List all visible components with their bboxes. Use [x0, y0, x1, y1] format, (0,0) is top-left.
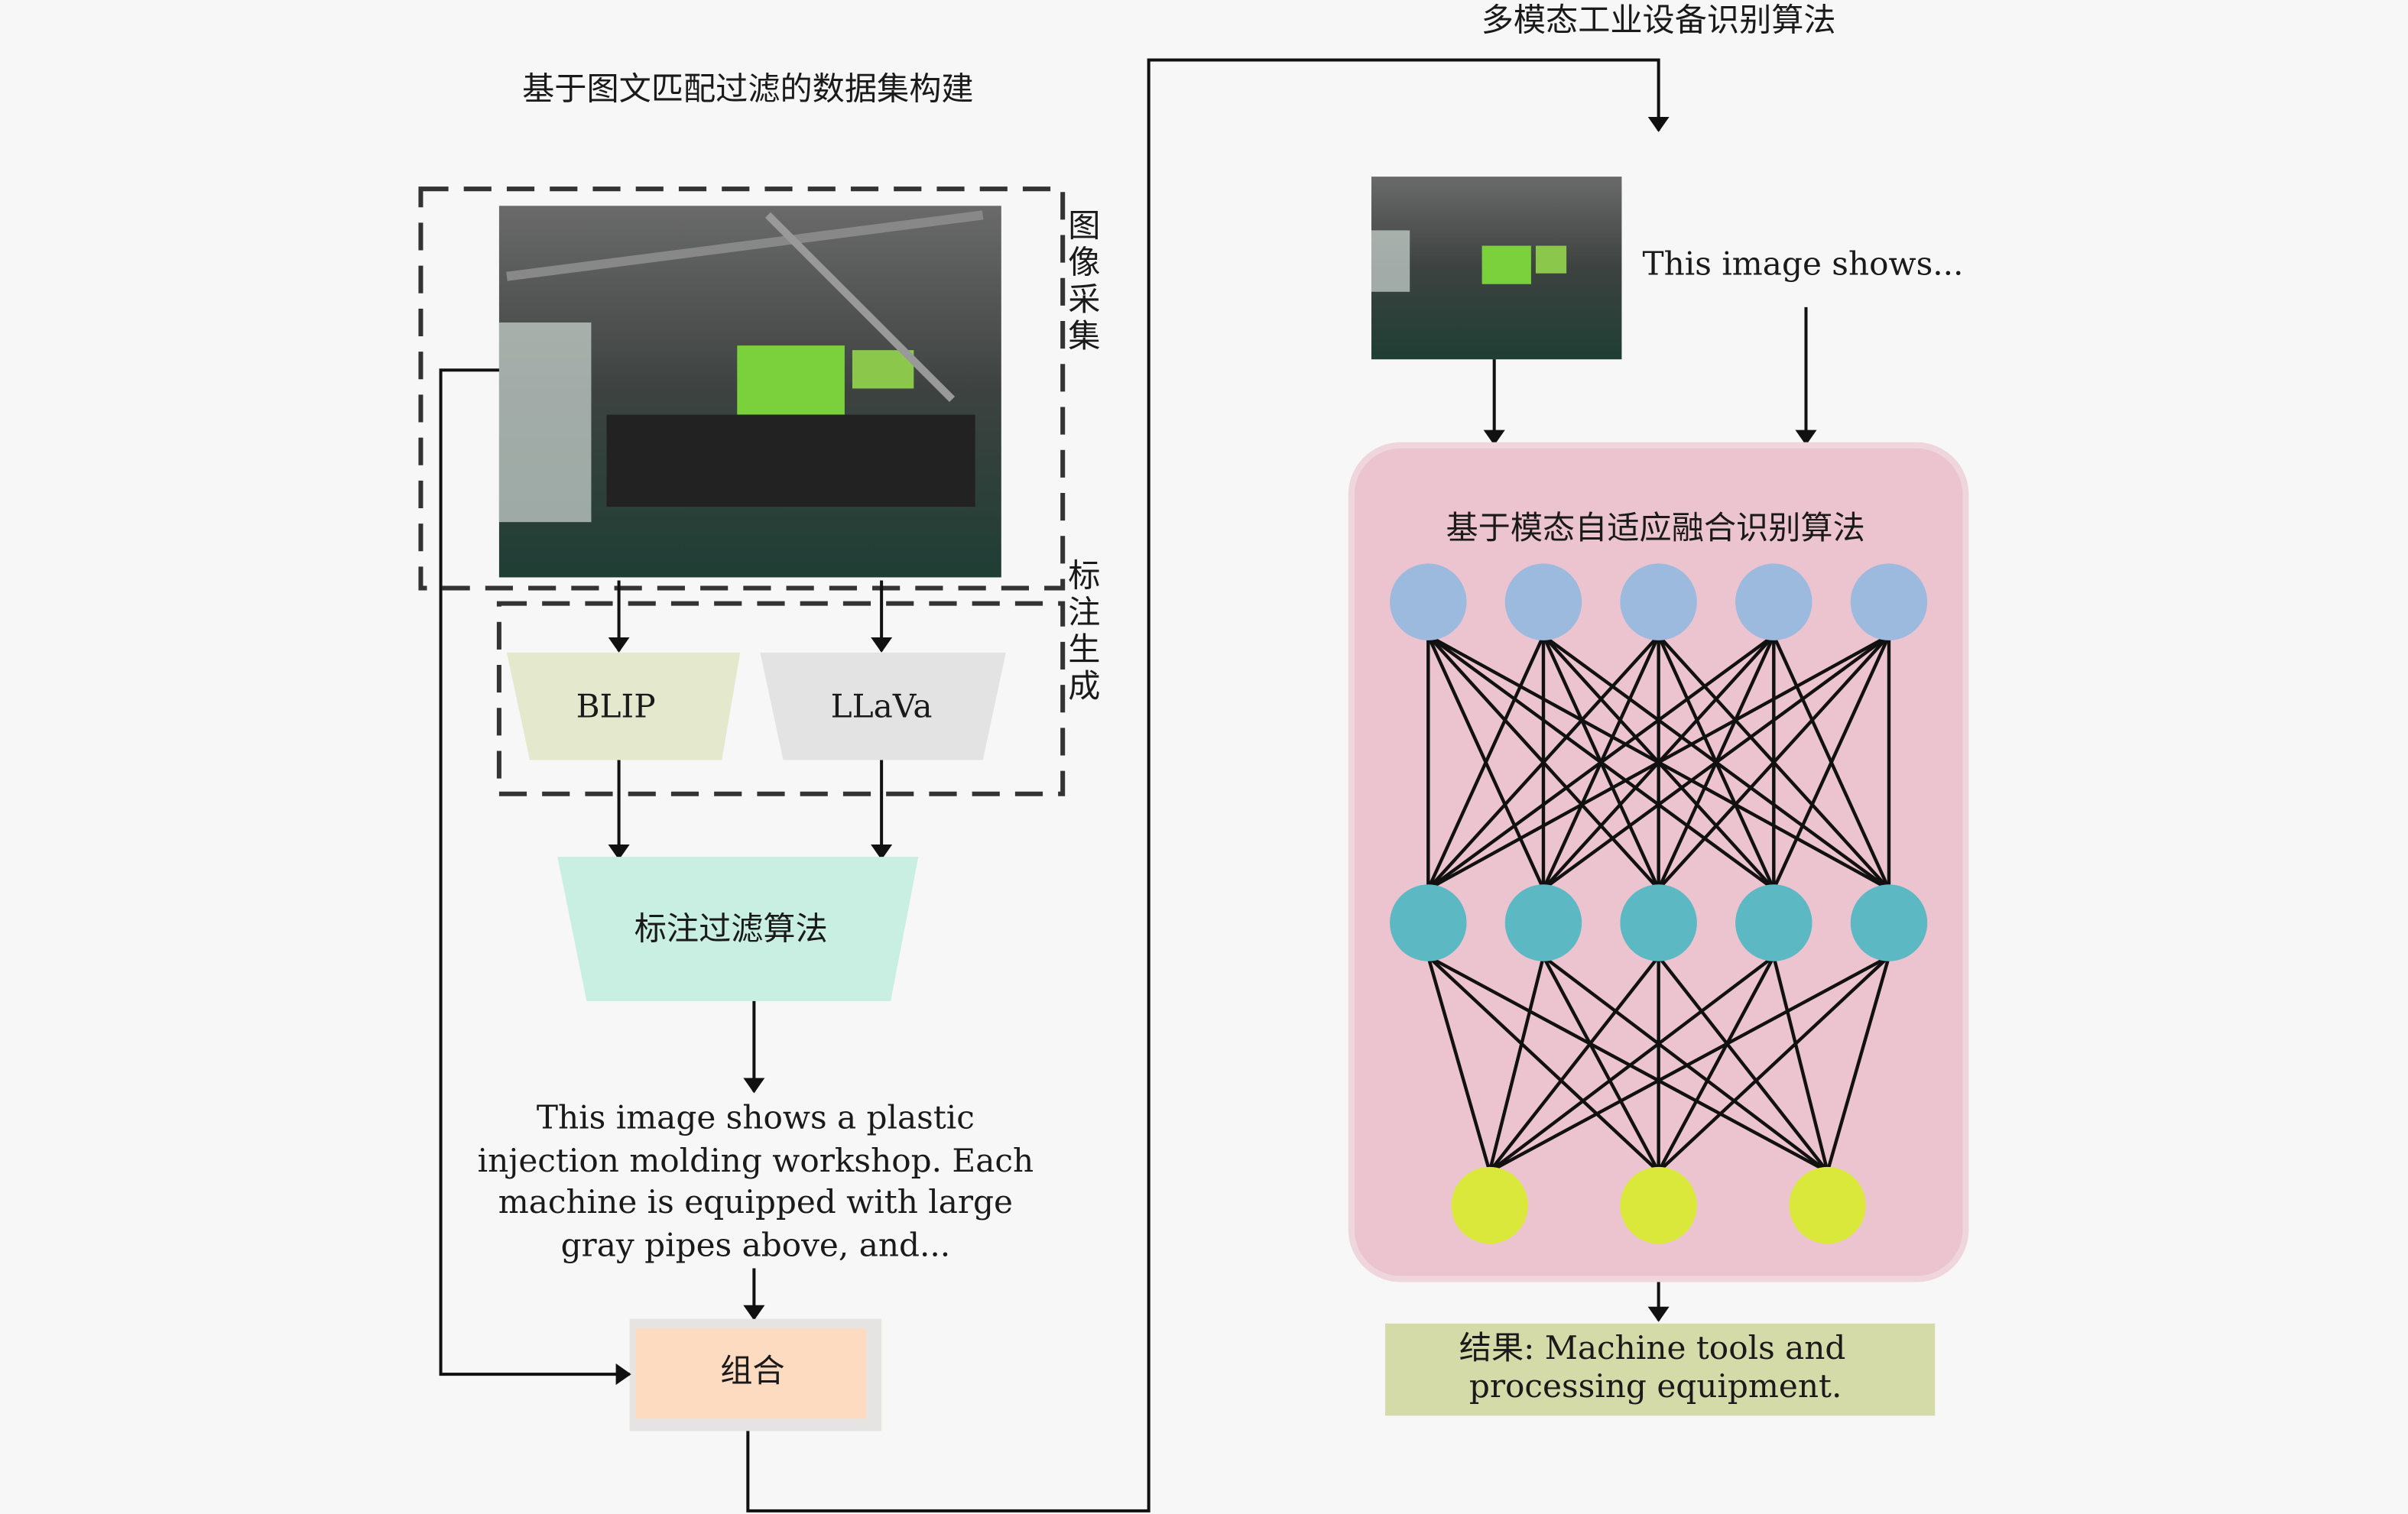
- annotation-filter-block: 标注过滤算法: [557, 857, 919, 1001]
- input-photo: [1371, 177, 1622, 360]
- network-connection: [1542, 955, 1829, 1173]
- svg-text:gray pipes above, and...: gray pipes above, and...: [561, 1226, 951, 1263]
- svg-text:图: 图: [1068, 206, 1100, 244]
- svg-text:成: 成: [1068, 667, 1100, 705]
- svg-text:标: 标: [1068, 557, 1100, 595]
- network-connection: [1488, 955, 1775, 1173]
- network-node-layer-2: [1504, 884, 1582, 961]
- network-node-layer-2: [1850, 884, 1928, 961]
- arrow-to-recognition: [746, 58, 1670, 1512]
- network-connection: [1657, 634, 1890, 890]
- network-connection: [1426, 955, 1660, 1173]
- network-connection: [1488, 956, 1546, 1172]
- network-connection: [1427, 634, 1890, 891]
- fusion-title: 基于模态自适应融合识别算法: [1446, 509, 1865, 546]
- network-connection: [1657, 955, 1890, 1173]
- network-connection: [1426, 634, 1660, 890]
- network-connection: [1427, 955, 1829, 1173]
- svg-text:BLIP: BLIP: [576, 687, 656, 725]
- svg-text:injection molding workshop. Ea: injection molding workshop. Each: [478, 1142, 1034, 1179]
- network-connection: [1426, 956, 1491, 1172]
- network-node-layer-3: [1451, 1166, 1528, 1244]
- network-node-layer-1: [1390, 563, 1467, 640]
- network-node-layer-1: [1504, 563, 1582, 640]
- annotation-label: 标 注 生 成: [1068, 557, 1100, 705]
- workshop-photo: [498, 206, 1001, 578]
- network-connection: [1542, 634, 1890, 891]
- network-connection: [1426, 634, 1775, 891]
- network-connection: [1542, 955, 1660, 1172]
- network-connection: [1657, 955, 1776, 1172]
- network-node-layer-1: [1850, 563, 1928, 640]
- svg-text:采: 采: [1068, 280, 1100, 318]
- svg-text:注: 注: [1068, 594, 1100, 631]
- network-connection: [1825, 956, 1891, 1172]
- network-connection: [1488, 955, 1660, 1173]
- svg-text:像: 像: [1068, 244, 1100, 281]
- capture-label: 图 像 采 集: [1068, 206, 1100, 355]
- network-connection: [1772, 956, 1829, 1172]
- network-node-layer-1: [1620, 563, 1697, 640]
- neural-network: [1390, 563, 1928, 1244]
- network-node-layer-3: [1789, 1166, 1866, 1244]
- svg-text:标注过滤算法: 标注过滤算法: [634, 910, 828, 948]
- network-node-layer-2: [1390, 884, 1467, 961]
- annotation-dashed-group: [496, 601, 1066, 796]
- dataset-construction-title: 基于图文匹配过滤的数据集构建: [522, 70, 973, 108]
- svg-text:组合: 组合: [720, 1352, 784, 1389]
- combine-block: 组合: [629, 1318, 882, 1431]
- svg-text:结果: Machine tools and: 结果: Machine tools and: [1459, 1329, 1846, 1366]
- svg-text:processing equipment.: processing equipment.: [1469, 1367, 1842, 1405]
- blip-model-block: BLIP: [506, 652, 741, 760]
- network-node-layer-2: [1620, 884, 1697, 961]
- network-node-layer-2: [1735, 884, 1812, 961]
- svg-text:生: 生: [1068, 631, 1100, 668]
- svg-text:LLaVa: LLaVa: [831, 687, 933, 725]
- caption-text: This image shows a plastic injection mol…: [478, 1099, 1034, 1264]
- text-input-label: This image shows...: [1643, 245, 1964, 283]
- result-block: 结果: Machine tools and processing equipme…: [1385, 1323, 1936, 1416]
- llava-model-block: LLaVa: [760, 652, 1006, 760]
- svg-text:machine is equipped with large: machine is equipped with large: [498, 1183, 1013, 1221]
- network-node-layer-1: [1735, 563, 1812, 640]
- network-node-layer-3: [1620, 1166, 1697, 1244]
- svg-text:集: 集: [1068, 317, 1100, 355]
- recognition-title: 多模态工业设备识别算法: [1481, 1, 1836, 38]
- network-connection: [1657, 955, 1829, 1173]
- network-connection: [1488, 955, 1890, 1173]
- arrow-image-to-combine: [439, 368, 631, 1386]
- svg-text:This image shows a plastic: This image shows a plastic: [537, 1099, 975, 1136]
- network-connection: [1772, 634, 1890, 890]
- network-connection: [1426, 634, 1545, 890]
- capture-dashed-group: [418, 186, 1066, 591]
